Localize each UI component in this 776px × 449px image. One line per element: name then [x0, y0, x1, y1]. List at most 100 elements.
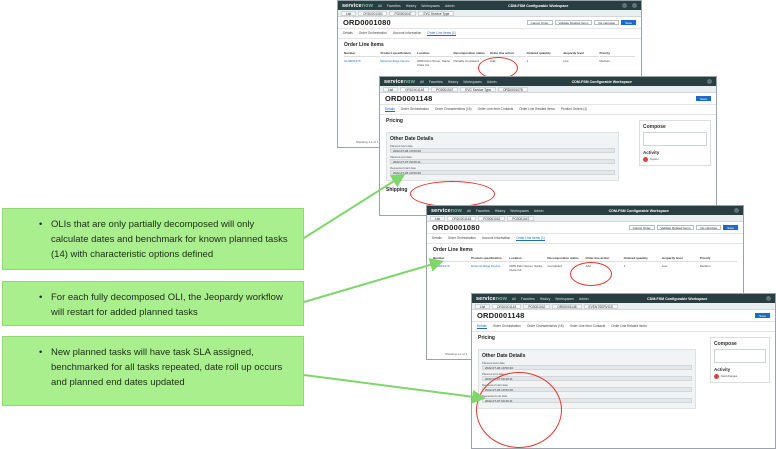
tab-evc[interactable]: EVC Service Type — [460, 86, 497, 92]
servicenow-logo[interactable]: servicenow — [476, 295, 507, 302]
tab-order[interactable]: ORD0001148 — [446, 215, 477, 221]
servicenow-logo[interactable]: servicenow — [431, 207, 462, 214]
pricing-title: Pricing — [478, 335, 495, 341]
save-button[interactable]: Save — [621, 20, 636, 25]
record-header: ORD0001148 Save — [472, 310, 775, 322]
field-label: Planned start date — [390, 144, 413, 148]
nav-admin[interactable]: Admin — [578, 296, 589, 301]
nav-favorites[interactable]: Favorites — [386, 3, 401, 8]
search-icon[interactable] — [621, 3, 627, 8]
tab-related[interactable]: Order Line Related Items — [519, 107, 555, 111]
tab-service[interactable]: EVENTSERVICE — [583, 303, 619, 309]
validate-button[interactable]: Validate Related Items — [554, 20, 593, 25]
tab-details[interactable]: Details — [385, 107, 395, 112]
nav-history[interactable]: History — [447, 79, 459, 84]
planned-start-field[interactable]: 2022-07-06 10:53:40 — [482, 365, 692, 370]
compose-input[interactable] — [643, 132, 707, 146]
activity-title: Activity — [643, 150, 660, 155]
tab-orchestration[interactable]: Order Orchestration — [492, 324, 521, 328]
table-cell[interactable]: Ethernet Edge Device — [380, 59, 410, 63]
tab-characteristics[interactable]: Order Characteristics (16) — [526, 324, 564, 328]
section-title: Order Line Items — [344, 42, 384, 48]
nav-history[interactable]: History — [539, 296, 551, 301]
callout-jeopardy-workflow: • For each fully decomposed OLI, the Jeo… — [2, 281, 304, 326]
table-cell[interactable]: Ethernet Edge Device — [471, 264, 501, 268]
nav-favorites[interactable]: Favorites — [475, 208, 490, 213]
tab-related[interactable]: Order Line Related Items — [611, 324, 647, 328]
tab-details[interactable]: Details — [477, 324, 487, 329]
tab-contacts[interactable]: Order Line Item Contacts — [569, 324, 606, 328]
nav-workspaces[interactable]: Workspaces — [421, 3, 440, 8]
search-icon[interactable] — [706, 79, 712, 84]
tab-order-line-items[interactable]: Order Line Items (1) — [516, 236, 545, 241]
nav-favorites[interactable]: Favorites — [520, 296, 535, 301]
planned-end-field[interactable]: 2022-07-07 00:29:11 — [390, 159, 615, 164]
servicenow-logo[interactable]: servicenow — [342, 2, 373, 9]
nav-all[interactable]: All — [466, 208, 471, 213]
tab-po[interactable]: PO0001042 — [523, 303, 551, 309]
search-icon[interactable] — [765, 296, 771, 301]
compose-panel: Compose Activity System — [639, 120, 711, 166]
tab-product-orders[interactable]: Product Orders (1) — [560, 107, 588, 111]
tab-orchestration[interactable]: Order Orchestration — [358, 31, 387, 35]
tab-order-2[interactable]: ORD0001148 — [552, 303, 582, 309]
table-cell[interactable]: OLI0001479 — [344, 59, 361, 63]
table-cell: Medium — [699, 264, 711, 268]
table-cell[interactable]: OLI0001479 — [433, 264, 450, 268]
recalculate-button[interactable]: Re-calculate — [696, 225, 722, 230]
nav-admin[interactable]: Admin — [486, 79, 497, 84]
compose-input[interactable] — [714, 349, 766, 363]
col-header: Order line action — [490, 50, 526, 57]
nav-all[interactable]: All — [511, 296, 516, 301]
tab-list[interactable]: List — [383, 86, 398, 92]
tab-characteristics[interactable]: Order Characteristics (16) — [434, 107, 472, 111]
nav-workspaces[interactable]: Workspaces — [555, 296, 574, 301]
nav-history[interactable]: History — [494, 208, 506, 213]
tab-list[interactable]: List — [341, 10, 356, 16]
nav-admin[interactable]: Admin — [444, 3, 455, 8]
nav-workspaces[interactable]: Workspaces — [463, 79, 482, 84]
tab-account[interactable]: Account Information — [481, 236, 511, 240]
tab-list[interactable]: List — [430, 215, 445, 221]
save-button[interactable]: Save — [696, 96, 711, 101]
tab-order[interactable]: ORD0001148 — [399, 86, 430, 92]
workspace-tabs: List ORD0001148 PO0001042 PO0001047 — [427, 215, 743, 222]
tab-order-2[interactable]: ORD0001078 — [498, 86, 528, 92]
save-button[interactable]: Save — [755, 313, 770, 318]
decomposition-status: Completed — [547, 264, 562, 268]
tab-details[interactable]: Details — [432, 236, 442, 240]
tab-po[interactable]: PO0001042 — [478, 215, 506, 221]
nav-all[interactable]: All — [419, 79, 424, 84]
user-avatar-icon[interactable] — [631, 3, 637, 8]
planned-start-field[interactable]: 2022-07-06 10:53:40 — [390, 148, 615, 153]
tab-orchestration[interactable]: Order Orchestration — [400, 107, 429, 111]
recalculate-button[interactable]: Re-calculate — [594, 20, 620, 25]
tab-details[interactable]: Details — [343, 31, 353, 35]
tab-order[interactable]: ORD0001148 — [491, 303, 522, 309]
col-header: Jeopardy level — [661, 255, 699, 262]
cancel-order-button[interactable]: Cancel Order — [628, 225, 655, 230]
tab-po[interactable]: PO0001047 — [389, 10, 417, 16]
nav-history[interactable]: History — [405, 3, 417, 8]
nav-favorites[interactable]: Favorites — [428, 79, 443, 84]
tab-list[interactable]: List — [475, 303, 490, 309]
nav-admin[interactable]: Admin — [533, 208, 544, 213]
tab-contacts[interactable]: Order Line Item Contacts — [477, 107, 514, 111]
tab-account[interactable]: Account Information — [392, 31, 422, 35]
nav-all[interactable]: All — [377, 3, 382, 8]
tab-po-2[interactable]: PO0001047 — [507, 215, 535, 221]
tab-evc[interactable]: EVC Service Type — [418, 10, 455, 16]
requested-start-field[interactable]: 2022-07-06 10:53:40 — [390, 170, 615, 175]
nav-workspaces[interactable]: Workspaces — [510, 208, 529, 213]
cancel-order-button[interactable]: Cancel Order — [526, 20, 553, 25]
tab-order[interactable]: ORD0001080 — [357, 10, 388, 16]
tab-po[interactable]: PO0001047 — [431, 86, 459, 92]
screenshot-order-updated-dates: servicenow All Favorites History Workspa… — [471, 293, 776, 449]
save-button[interactable]: Save — [723, 225, 738, 230]
workspace-title: CDM-FSM Configurable Workspace — [508, 3, 569, 8]
tab-orchestration[interactable]: Order Orchestration — [447, 236, 476, 240]
servicenow-logo[interactable]: servicenow — [384, 78, 415, 85]
validate-button[interactable]: Validate Related Items — [656, 225, 695, 230]
tab-order-line-items[interactable]: Order Line Items (1) — [427, 31, 456, 36]
search-icon[interactable] — [733, 208, 739, 213]
